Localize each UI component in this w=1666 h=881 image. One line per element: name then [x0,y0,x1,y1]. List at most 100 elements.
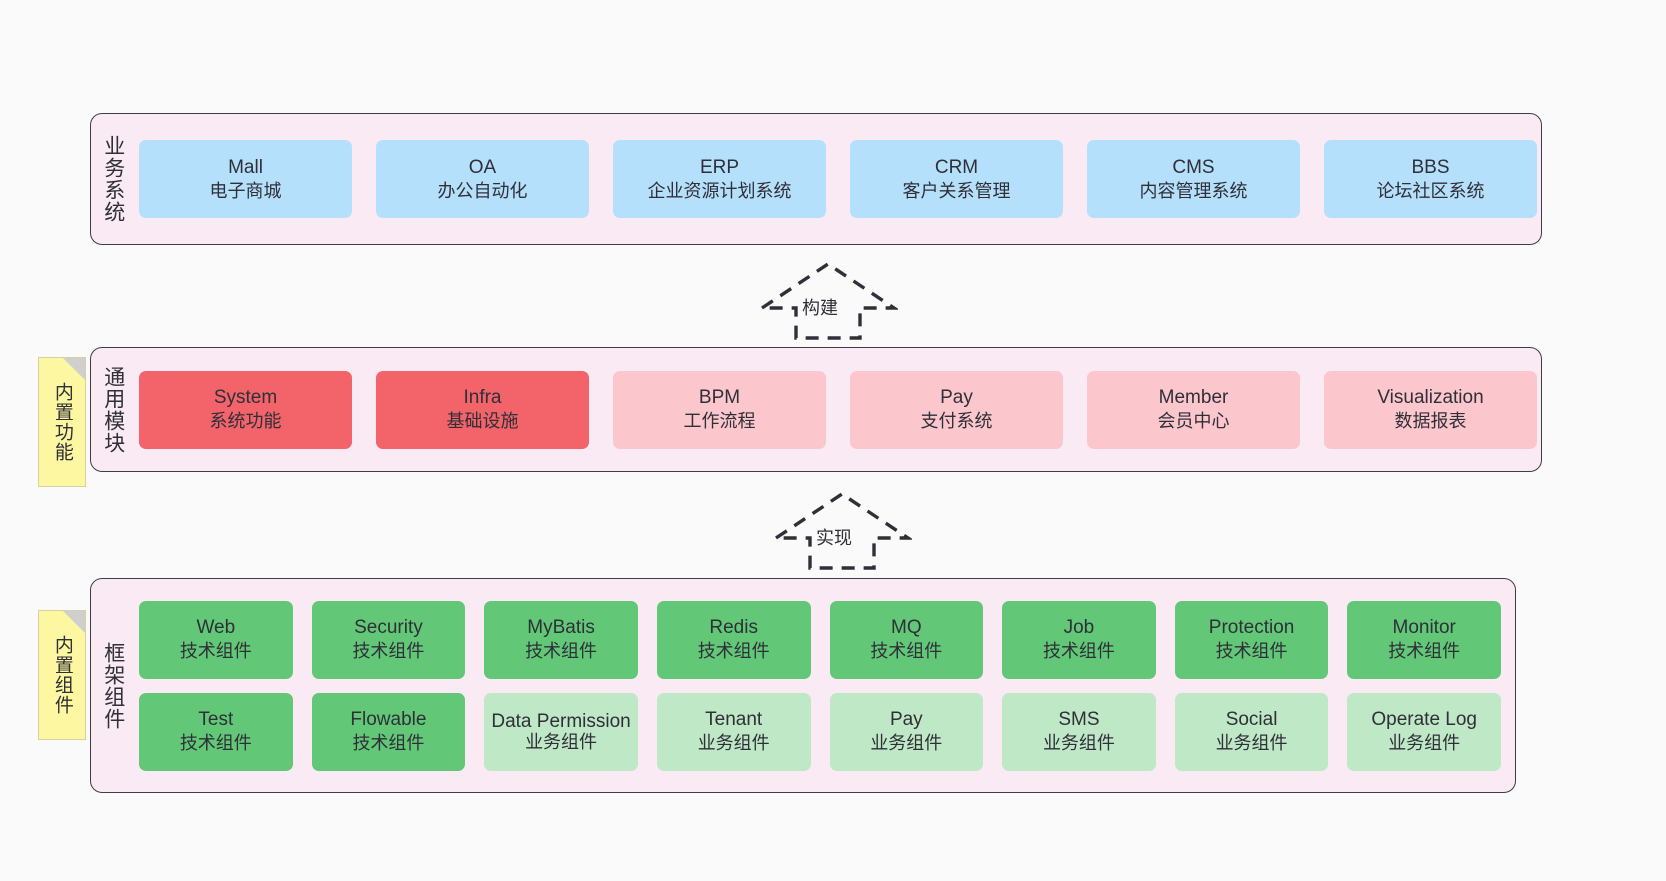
card-pay-component[interactable]: Pay 业务组件 [829,692,984,771]
card-subtitle: 内容管理系统 [1139,180,1248,201]
card-bbs[interactable]: BBS 论坛社区系统 [1324,140,1537,218]
implement-arrow-icon [770,491,914,570]
layer-business-system: 业务系统 Mall 电子商城 OA 办公自动化 ERP 企业资源计划系统 CRM… [90,113,1542,245]
connector-build-label: 构建 [802,298,838,318]
card-social[interactable]: Social 业务组件 [1174,692,1329,771]
card-title: BPM [698,387,741,409]
card-subtitle: 工作流程 [683,411,756,432]
card-title: Operate Log [1371,709,1477,731]
card-web[interactable]: Web 技术组件 [139,600,293,679]
card-subtitle: 业务组件 [870,733,943,754]
card-subtitle: 技术组件 [179,733,252,754]
card-member[interactable]: Member 会员中心 [1087,370,1300,449]
card-title: System [213,387,278,409]
card-subtitle: 技术组件 [870,641,943,662]
card-pay[interactable]: Pay 支付系统 [850,370,1063,449]
connector-build: 构建 [756,258,900,342]
card-subtitle: 办公自动化 [437,180,528,201]
card-title: CMS [1172,156,1215,178]
card-title: Infra [463,387,502,409]
card-subtitle: 论坛社区系统 [1376,180,1485,201]
card-crm[interactable]: CRM 客户关系管理 [850,140,1063,218]
card-job[interactable]: Job 技术组件 [1002,600,1156,679]
card-subtitle: 技术组件 [697,641,770,662]
card-subtitle: 电子商城 [209,180,282,201]
card-sms[interactable]: SMS 业务组件 [1002,692,1156,771]
card-title: Data Permission [491,710,631,732]
card-subtitle: 支付系统 [920,411,993,432]
card-security[interactable]: Security 技术组件 [311,600,466,679]
card-infra[interactable]: Infra 基础设施 [376,370,589,449]
card-protection[interactable]: Protection 技术组件 [1174,600,1329,679]
card-title: Member [1158,387,1229,409]
sticky-note-label: 内置组件 [51,635,73,715]
card-subtitle: 会员中心 [1157,411,1230,432]
card-test[interactable]: Test 技术组件 [139,692,293,771]
card-subtitle: 业务组件 [1042,733,1115,754]
card-title: Protection [1208,617,1295,639]
card-row: System 系统功能 Infra 基础设施 BPM 工作流程 Pay 支付系统… [139,370,1541,449]
card-subtitle: 业务组件 [525,732,598,753]
card-mall[interactable]: Mall 电子商城 [139,140,352,218]
layer-label-business: 业务系统 [101,135,125,223]
sticky-note-builtin-components: 内置组件 [38,610,86,740]
card-subtitle: 技术组件 [525,641,598,662]
card-subtitle: 技术组件 [1215,641,1288,662]
card-mq[interactable]: MQ 技术组件 [829,600,984,679]
card-title: MQ [891,617,922,639]
card-title: ERP [699,156,740,178]
card-row: Test 技术组件 Flowable 技术组件 Data Permission … [139,692,1501,771]
card-flowable[interactable]: Flowable 技术组件 [311,692,466,771]
layer-common-modules: 通用模块 System 系统功能 Infra 基础设施 BPM 工作流程 Pay… [90,347,1542,472]
card-subtitle: 技术组件 [352,641,425,662]
layer-framework-components: 框架组件 Web 技术组件 Security 技术组件 MyBatis 技术组件… [90,578,1516,793]
card-title: Pay [940,387,973,409]
card-redis[interactable]: Redis 技术组件 [656,600,811,679]
card-subtitle: 业务组件 [1388,733,1461,754]
build-arrow-icon [756,261,900,340]
layer-body-framework: Web 技术组件 Security 技术组件 MyBatis 技术组件 Redi… [135,579,1515,792]
connector-implement: 实现 [770,488,914,572]
card-title: Flowable [350,709,427,731]
layer-label-modules: 通用模块 [101,365,125,454]
card-title: Pay [889,709,923,731]
card-mybatis[interactable]: MyBatis 技术组件 [484,600,638,679]
card-cms[interactable]: CMS 内容管理系统 [1087,140,1300,218]
sticky-note-label: 内置功能 [51,382,73,462]
card-title: Redis [709,617,758,639]
card-title: Social [1225,709,1278,731]
connector-implement-label: 实现 [816,528,852,548]
card-visualization[interactable]: Visualization 数据报表 [1324,370,1537,449]
card-title: OA [468,156,497,178]
card-subtitle: 企业资源计划系统 [647,180,792,201]
card-title: SMS [1058,709,1100,731]
sticky-note-builtin-features: 内置功能 [38,357,86,487]
card-subtitle: 技术组件 [352,733,425,754]
card-oa[interactable]: OA 办公自动化 [376,140,589,218]
card-title: Monitor [1392,617,1456,639]
card-subtitle: 技术组件 [179,641,252,662]
card-erp[interactable]: ERP 企业资源计划系统 [613,140,826,218]
card-bpm[interactable]: BPM 工作流程 [613,370,826,449]
card-title: Mall [228,156,263,178]
card-title: BBS [1411,156,1450,178]
card-monitor[interactable]: Monitor 技术组件 [1347,600,1501,679]
card-title: Visualization [1377,387,1484,409]
card-row: Mall 电子商城 OA 办公自动化 ERP 企业资源计划系统 CRM 客户关系… [139,140,1541,218]
card-system[interactable]: System 系统功能 [139,370,352,449]
card-title: CRM [934,156,979,178]
card-title: Web [196,617,236,639]
card-tenant[interactable]: Tenant 业务组件 [656,692,811,771]
card-subtitle: 客户关系管理 [902,180,1011,201]
card-title: Test [198,709,234,731]
card-subtitle: 业务组件 [697,733,770,754]
card-title: Job [1063,617,1095,639]
layer-body-modules: System 系统功能 Infra 基础设施 BPM 工作流程 Pay 支付系统… [135,348,1541,471]
card-subtitle: 数据报表 [1394,411,1467,432]
card-title: MyBatis [527,617,595,639]
card-subtitle: 系统功能 [209,411,282,432]
card-operate-log[interactable]: Operate Log 业务组件 [1347,692,1501,771]
card-data-permission[interactable]: Data Permission 业务组件 [484,692,638,771]
card-subtitle: 基础设施 [446,411,519,432]
